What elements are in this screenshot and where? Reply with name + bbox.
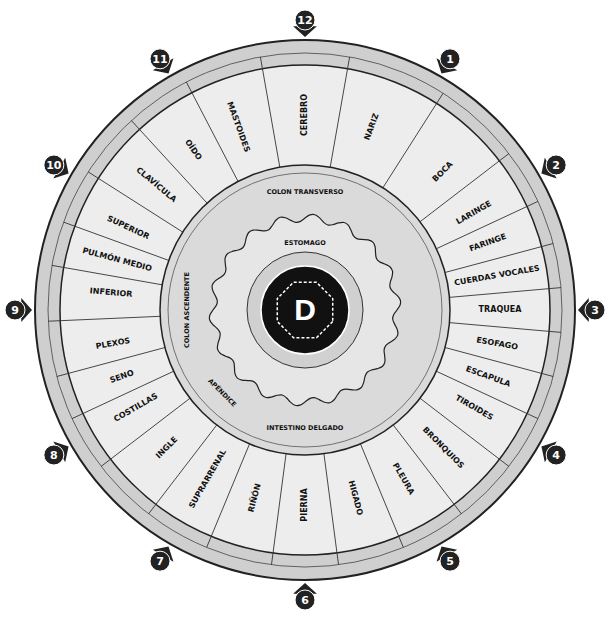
clock-pin bbox=[44, 155, 69, 178]
organ-label: CEREBRO bbox=[301, 94, 309, 136]
ring-line bbox=[48, 53, 562, 567]
callout-number: 4 bbox=[552, 450, 560, 461]
callout-number: 9 bbox=[11, 305, 19, 316]
clock-pin bbox=[5, 298, 32, 322]
sector-divider bbox=[449, 323, 561, 333]
organ-label: TRAQUEA bbox=[479, 306, 522, 314]
zone-label: INTESTINO DELGADO bbox=[267, 425, 344, 432]
sector-divider bbox=[88, 172, 182, 232]
clock-pin bbox=[293, 583, 317, 610]
inner-ring bbox=[247, 252, 363, 368]
clock-pin bbox=[150, 546, 173, 571]
iris-zone bbox=[160, 165, 450, 455]
sector-divider bbox=[57, 348, 165, 377]
sector-divider bbox=[420, 154, 509, 222]
sector-divider bbox=[449, 288, 561, 298]
organ-band bbox=[60, 65, 550, 555]
clock-pin bbox=[437, 546, 460, 571]
pupil: D bbox=[260, 265, 350, 355]
organ-label: PIERNA bbox=[301, 488, 309, 521]
sector-divider bbox=[360, 444, 403, 547]
callout-number: 5 bbox=[446, 556, 454, 567]
zone-label: COLON TRANSVERSO bbox=[267, 189, 344, 196]
callout-number: 12 bbox=[297, 15, 312, 26]
sector-divider bbox=[207, 444, 250, 547]
clock-pin bbox=[541, 442, 566, 465]
callout-number: 11 bbox=[152, 53, 167, 64]
callout-number: 6 bbox=[301, 595, 309, 606]
zone-label: ESTOMAGO bbox=[284, 240, 325, 247]
clock-pin bbox=[578, 298, 605, 322]
collarette bbox=[209, 214, 400, 405]
sector-divider bbox=[186, 82, 238, 181]
sector-divider bbox=[445, 348, 553, 377]
callout-number: 2 bbox=[552, 160, 560, 171]
sector-divider bbox=[149, 425, 217, 514]
eye-side-letter: D bbox=[294, 295, 316, 325]
sector-divider bbox=[48, 316, 160, 321]
sector-divider bbox=[101, 398, 190, 466]
sector-divider bbox=[330, 57, 349, 167]
clock-pin bbox=[437, 49, 460, 74]
sector-divider bbox=[260, 57, 279, 167]
clock-pin bbox=[150, 49, 173, 74]
callout-number: 1 bbox=[446, 53, 454, 64]
ring-line bbox=[168, 173, 442, 447]
clock-pin bbox=[44, 442, 69, 465]
clock-pin bbox=[293, 10, 317, 37]
sector-divider bbox=[271, 454, 286, 565]
sector-divider bbox=[131, 121, 207, 204]
callout-number: 10 bbox=[46, 160, 61, 171]
outer-ring bbox=[35, 40, 575, 580]
callout-number: 8 bbox=[50, 450, 58, 461]
sector-divider bbox=[324, 454, 339, 565]
callout-number: 7 bbox=[156, 556, 164, 567]
callout-number: 3 bbox=[591, 305, 599, 316]
clock-pin bbox=[541, 155, 566, 178]
zone-label: COLON ASCENDENTE bbox=[184, 272, 191, 348]
